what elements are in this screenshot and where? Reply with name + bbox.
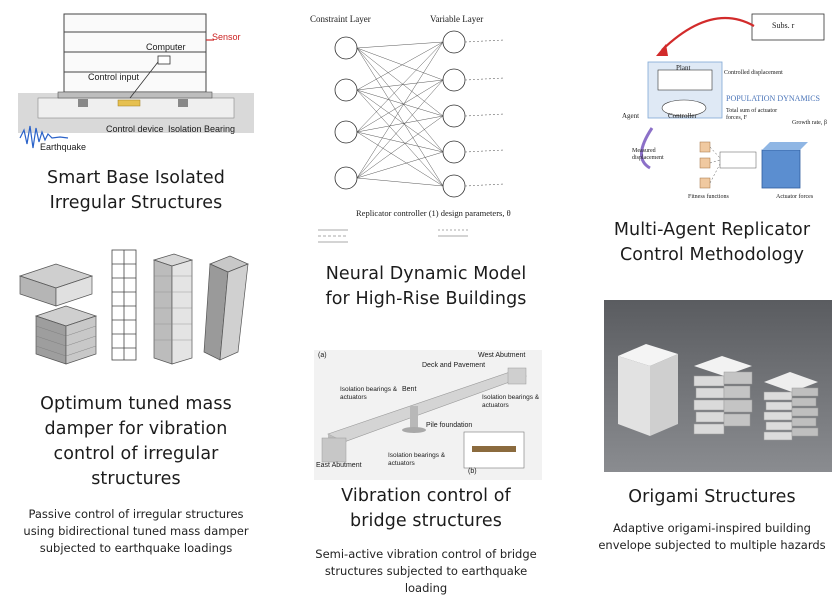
card-tuned-mass-damper[interactable]: Optimum tuned mass damper for vibration … bbox=[0, 246, 272, 586]
card-multi-agent-replicator[interactable]: Subs. r Plant Controller Agent Controlle… bbox=[584, 0, 840, 280]
card-neural-dynamic-model[interactable]: Constraint Layer Variable Layer Replicat… bbox=[290, 0, 562, 330]
nn-connection bbox=[356, 47, 444, 117]
nn-connection bbox=[356, 115, 444, 133]
neural-network-figure: Constraint Layer Variable Layer Replicat… bbox=[308, 10, 548, 246]
card-smart-base-isolated[interactable]: Sensor Computer Control input Control de… bbox=[0, 0, 272, 230]
nn-connection bbox=[356, 41, 444, 133]
nn-connection bbox=[356, 47, 444, 153]
nn-connection bbox=[356, 41, 444, 179]
card-title: Origami Structures bbox=[584, 485, 840, 510]
label-fitness-functions: Fitness functions bbox=[688, 194, 729, 200]
label-plant: Plant bbox=[676, 64, 691, 72]
label-iso-bottom: Isolation bearings & actuators bbox=[388, 452, 446, 467]
label-pile: Pile foundation bbox=[426, 422, 473, 429]
card-bridge-vibration[interactable]: (a) West Abutment Deck and Pavement Bent… bbox=[290, 340, 562, 595]
label-total-sum: Total sum of actuator forces, F bbox=[726, 108, 778, 121]
label-variable-layer: Variable Layer bbox=[430, 14, 484, 24]
card-description-line: Passive control of irregular structures bbox=[28, 507, 244, 521]
card-description-line: envelope subjected to multiple hazards bbox=[598, 538, 826, 552]
label-controlled-displacement: Controlled displacement bbox=[724, 70, 783, 76]
card-description-line: subjected to earthquake loadings bbox=[39, 541, 233, 555]
nn-connection bbox=[356, 41, 444, 91]
card-title-line: Control Methodology bbox=[619, 245, 805, 265]
nn-connection bbox=[356, 79, 444, 179]
label-controller: Controller bbox=[668, 112, 697, 120]
card-title-line: for High-Rise Buildings bbox=[325, 289, 527, 309]
card-title-line: control of irregular bbox=[53, 444, 219, 464]
nn-connection bbox=[356, 41, 444, 49]
card-description: Semi-active vibration control of bridge … bbox=[290, 546, 562, 597]
card-title: Multi-Agent Replicator Control Methodolo… bbox=[584, 218, 840, 268]
card-description: Adaptive origami-inspired building envel… bbox=[584, 520, 840, 554]
nn-connection bbox=[356, 89, 444, 153]
card-title: Optimum tuned mass damper for vibration … bbox=[0, 392, 272, 492]
replicator-control-figure: Subs. r Plant Controller Agent Controlle… bbox=[592, 8, 840, 208]
label-growth-rate: Growth rate, β bbox=[792, 120, 827, 126]
card-title: Vibration control of bridge structures bbox=[290, 484, 562, 534]
nn-connection bbox=[356, 131, 444, 187]
label-constraint-layer: Constraint Layer bbox=[310, 14, 371, 24]
card-title-line: Multi-Agent Replicator bbox=[613, 220, 811, 240]
nn-connection bbox=[356, 47, 444, 81]
label-isolation-bearing: Isolation Bearing bbox=[168, 124, 236, 134]
label-measured-displacement: Measured displacement bbox=[632, 148, 664, 161]
label-panel-b: (b) bbox=[468, 468, 477, 475]
label-earthquake: Earthquake bbox=[40, 142, 87, 152]
card-title-line: Smart Base Isolated bbox=[47, 168, 225, 188]
card-description-line: loading bbox=[404, 581, 448, 595]
card-title-line: structures bbox=[91, 469, 181, 489]
label-actuator-forces: Actuator forces bbox=[776, 194, 814, 200]
nn-connection bbox=[356, 131, 444, 153]
card-title: Smart Base Isolated Irregular Structures bbox=[0, 166, 272, 216]
card-title-line: Irregular Structures bbox=[49, 193, 223, 213]
base-isolation-figure: Sensor Computer Control input Control de… bbox=[18, 10, 254, 158]
label-subs: Subs. r bbox=[772, 21, 795, 30]
label-deck: Deck and Pavement bbox=[422, 362, 486, 369]
card-description-line: Adaptive origami-inspired building bbox=[613, 521, 811, 535]
building-models-figure bbox=[16, 246, 256, 374]
nn-connection bbox=[356, 151, 444, 179]
card-title-line: Vibration control of bbox=[341, 486, 511, 506]
nn-connection bbox=[356, 115, 444, 179]
card-description-line: structures subjected to earthquake bbox=[324, 564, 528, 578]
label-sensor: Sensor bbox=[212, 32, 241, 42]
label-bent: Bent bbox=[402, 386, 417, 393]
label-iso-right: Isolation bearings & actuators bbox=[482, 394, 540, 409]
label-east-abutment: East Abutment bbox=[316, 462, 362, 469]
card-title-line: Optimum tuned mass bbox=[40, 394, 232, 414]
bridge-figure: (a) West Abutment Deck and Pavement Bent… bbox=[314, 350, 542, 480]
card-title-line: Origami Structures bbox=[628, 487, 796, 507]
nn-connection bbox=[356, 79, 444, 133]
label-panel-a: (a) bbox=[318, 352, 327, 359]
nn-connection bbox=[356, 79, 444, 91]
label-nn-caption: Replicator controller (1) design paramet… bbox=[356, 208, 511, 218]
card-description-line: Semi-active vibration control of bridge bbox=[315, 547, 537, 561]
label-population-dynamics: POPULATION DYNAMICS bbox=[726, 94, 821, 103]
nn-connection bbox=[356, 89, 444, 187]
nn-connection bbox=[356, 177, 444, 187]
card-description: Passive control of irregular structures … bbox=[0, 506, 272, 557]
card-description-line: using bidirectional tuned mass damper bbox=[23, 524, 249, 538]
card-title-line: Neural Dynamic Model bbox=[325, 264, 527, 284]
label-west-abutment: West Abutment bbox=[478, 352, 526, 359]
label-control-device: Control device bbox=[106, 124, 164, 134]
label-control-input: Control input bbox=[88, 72, 140, 82]
origami-photo bbox=[604, 300, 832, 472]
label-agent: Agent bbox=[622, 112, 640, 120]
card-title-line: damper for vibration bbox=[44, 419, 228, 439]
card-title: Neural Dynamic Model for High-Rise Build… bbox=[290, 262, 562, 312]
label-iso-left: Isolation bearings & actuators bbox=[340, 386, 398, 401]
nn-connection bbox=[356, 89, 444, 117]
card-origami-structures[interactable]: Origami Structures Adaptive origami-insp… bbox=[584, 296, 840, 590]
label-computer: Computer bbox=[146, 42, 186, 52]
card-title-line: bridge structures bbox=[350, 511, 502, 531]
nn-connection bbox=[356, 47, 444, 187]
